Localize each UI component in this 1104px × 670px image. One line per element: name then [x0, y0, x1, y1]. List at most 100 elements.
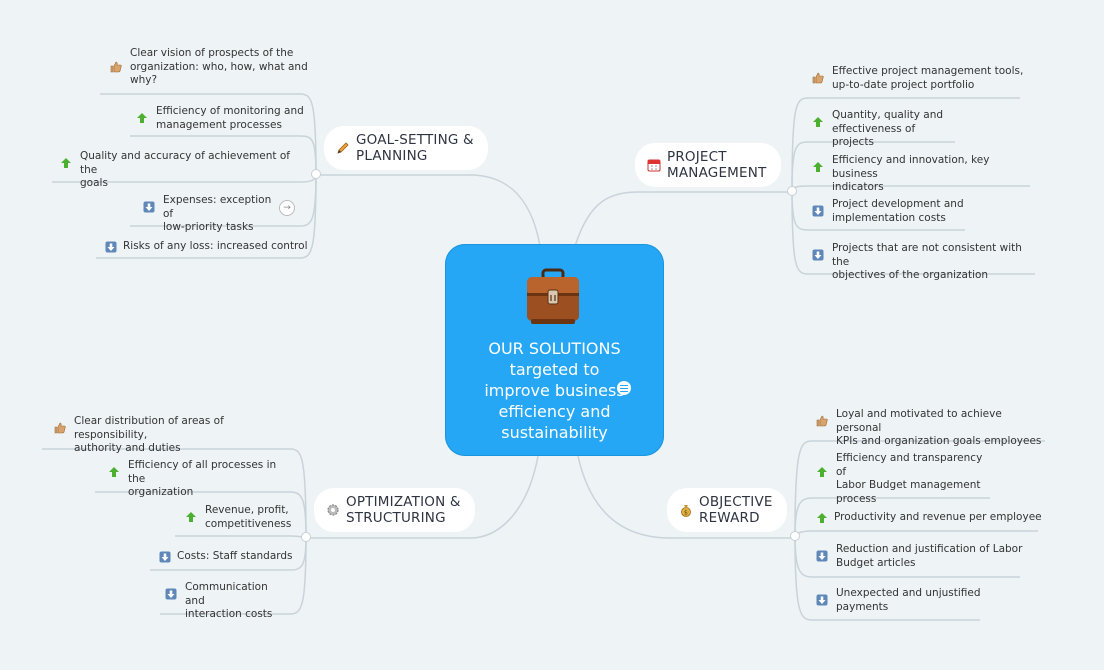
subtopic-text: Communication and	[185, 581, 268, 607]
subtopic-item[interactable]: Loyal and motivated to achieve personal …	[816, 408, 1046, 447]
subtopic-item[interactable]: Revenue, profit, competitiveness	[185, 504, 292, 532]
subtopic-text: Revenue, profit,	[205, 504, 289, 516]
subtopic-text: why?	[130, 74, 158, 86]
central-title-line: improve business	[484, 381, 625, 400]
subtopic-text: Reduction and justification of Labor	[836, 543, 1023, 555]
gear-icon	[327, 504, 339, 516]
money-bag-icon: $	[681, 505, 691, 517]
subtopic-text: process	[836, 492, 877, 505]
topic-label: PLANNING	[356, 148, 428, 164]
subtopic-item[interactable]: Unexpected and unjustified payments	[816, 587, 981, 615]
subtopic-item[interactable]: Quality and accuracy of achievement of t…	[60, 150, 310, 189]
central-title-line: efficiency and	[498, 402, 611, 421]
topic-project-management[interactable]: PROJECT MANAGEMENT	[635, 143, 781, 187]
connector-reward	[577, 455, 796, 539]
subtopic-item[interactable]: Efficiency of all processes in the organ…	[108, 459, 293, 498]
arrow-up-icon	[813, 117, 823, 127]
subtopic-item[interactable]: Efficiency and innovation, key business …	[812, 154, 1037, 193]
arrow-down-icon	[812, 249, 824, 261]
subtopic-text: Productivity and revenue per employee	[834, 511, 1042, 523]
subtopic-item[interactable]: Communication and interaction costs	[165, 581, 290, 620]
arrow-down-icon	[816, 550, 828, 562]
central-title-line: targeted to	[509, 360, 600, 379]
thumbs-up-icon	[812, 72, 824, 84]
central-title: OUR SOLUTIONS targeted to improve busine…	[455, 338, 654, 443]
arrow-down-icon	[165, 588, 177, 600]
collapse-knob[interactable]	[311, 169, 321, 179]
subtopic-item[interactable]: Expenses: exception of low-priority task…	[143, 194, 283, 233]
subtopic-item[interactable]: Risks of any loss: increased control	[105, 240, 310, 256]
calendar-icon	[647, 159, 661, 172]
subtopic-item[interactable]: Efficiency and transparency of Labor Bud…	[816, 452, 991, 505]
subtopic-item[interactable]: Projects that are not consistent with th…	[812, 242, 1042, 281]
subtopic-item[interactable]: Quantity, quality and effectiveness of p…	[812, 109, 957, 148]
topic-label: OPTIMIZATION &	[346, 494, 461, 510]
subtopic-text: organization	[128, 486, 194, 498]
arrow-up-icon	[61, 158, 71, 168]
svg-text:$: $	[684, 510, 688, 517]
collapse-knob[interactable]	[787, 186, 797, 196]
subtopic-text: competitiveness	[205, 517, 292, 530]
subtopic-text: Clear distribution of areas of responsib…	[74, 415, 224, 441]
subtopic-text: Efficiency and transparency of	[836, 452, 983, 478]
arrow-up-icon	[186, 512, 196, 522]
subtopic-text: payments	[836, 600, 889, 613]
collapse-knob[interactable]	[301, 532, 311, 542]
subtopic-text: Unexpected and unjustified	[836, 587, 981, 599]
subtopic-item[interactable]: Clear vision of prospects of the organiz…	[110, 47, 310, 89]
subtopic-text: Clear vision of prospects of the	[130, 47, 294, 59]
subtopic-text: Budget articles	[836, 556, 916, 569]
subtopic-text: Efficiency of all processes in the	[128, 459, 277, 485]
subtopic-text: goals	[80, 177, 108, 189]
briefcase-icon	[527, 268, 579, 324]
subtopic-text: Projects that are not consistent with th…	[832, 242, 1022, 268]
subtopic-text: Quantity, quality and	[832, 109, 944, 121]
arrow-down-icon	[105, 241, 117, 253]
subtopic-text: objectives of the organization	[832, 269, 989, 281]
arrow-up-icon	[109, 467, 119, 477]
link-arrow-icon[interactable]: →	[279, 200, 295, 216]
subtopic-text: organization: who, how, what and	[130, 60, 308, 73]
connector-optimization	[305, 455, 539, 539]
subtopic-item[interactable]: Project development and implementation c…	[812, 198, 972, 226]
topic-label: REWARD	[699, 510, 760, 526]
subtopic-item[interactable]: Productivity and revenue per employee	[816, 511, 1046, 527]
arrow-up-icon	[817, 467, 827, 477]
subtopic-text: KPIs and organization goals employees	[836, 435, 1042, 447]
subtopic-text: Labor Budget management	[836, 479, 981, 491]
subtopic-text: Quality and accuracy of achievement of t…	[80, 150, 290, 176]
arrow-down-icon	[812, 205, 824, 217]
subtopic-text: up-to-date project portfolio	[832, 78, 975, 91]
subtopic-text: implementation costs	[832, 211, 946, 224]
central-topic[interactable]: OUR SOLUTIONS targeted to improve busine…	[445, 244, 664, 456]
pencil-icon	[337, 142, 349, 154]
topic-label: STRUCTURING	[346, 510, 446, 526]
topic-label: OBJECTIVE	[699, 494, 773, 510]
arrow-down-icon	[816, 594, 828, 606]
topic-label: MANAGEMENT	[667, 165, 767, 181]
topic-label: GOAL-SETTING &	[356, 132, 474, 148]
subtopic-text: indicators	[832, 181, 884, 193]
collapse-knob[interactable]	[790, 531, 800, 541]
topic-optimization[interactable]: OPTIMIZATION & STRUCTURING	[314, 488, 475, 532]
subtopic-item[interactable]: Effective project management tools, up-t…	[812, 65, 1027, 93]
subtopic-item[interactable]: Clear distribution of areas of responsib…	[54, 415, 294, 454]
arrow-up-icon	[813, 162, 823, 172]
subtopic-text: management processes	[156, 118, 282, 131]
subtopic-item[interactable]: Efficiency of monitoring and management …	[136, 105, 311, 133]
subtopic-text: Costs: Staff standards	[177, 550, 293, 562]
arrow-up-icon	[137, 113, 147, 123]
subtopic-item[interactable]: Reduction and justification of Labor Bud…	[816, 543, 1026, 571]
topic-objective-reward[interactable]: $ OBJECTIVE REWARD	[667, 488, 787, 532]
subtopic-text: Loyal and motivated to achieve personal	[836, 408, 1002, 434]
arrow-down-icon	[143, 201, 155, 213]
subtopic-item[interactable]: Costs: Staff standards	[159, 550, 294, 566]
note-icon[interactable]	[617, 381, 631, 395]
topic-goal-setting[interactable]: GOAL-SETTING & PLANNING	[324, 126, 488, 170]
central-title-line: sustainability	[501, 423, 608, 442]
arrow-down-icon	[159, 551, 171, 563]
subtopic-text: low-priority tasks	[163, 221, 254, 233]
subtopic-text: Project development and	[832, 198, 964, 210]
connector-goal	[320, 174, 541, 247]
